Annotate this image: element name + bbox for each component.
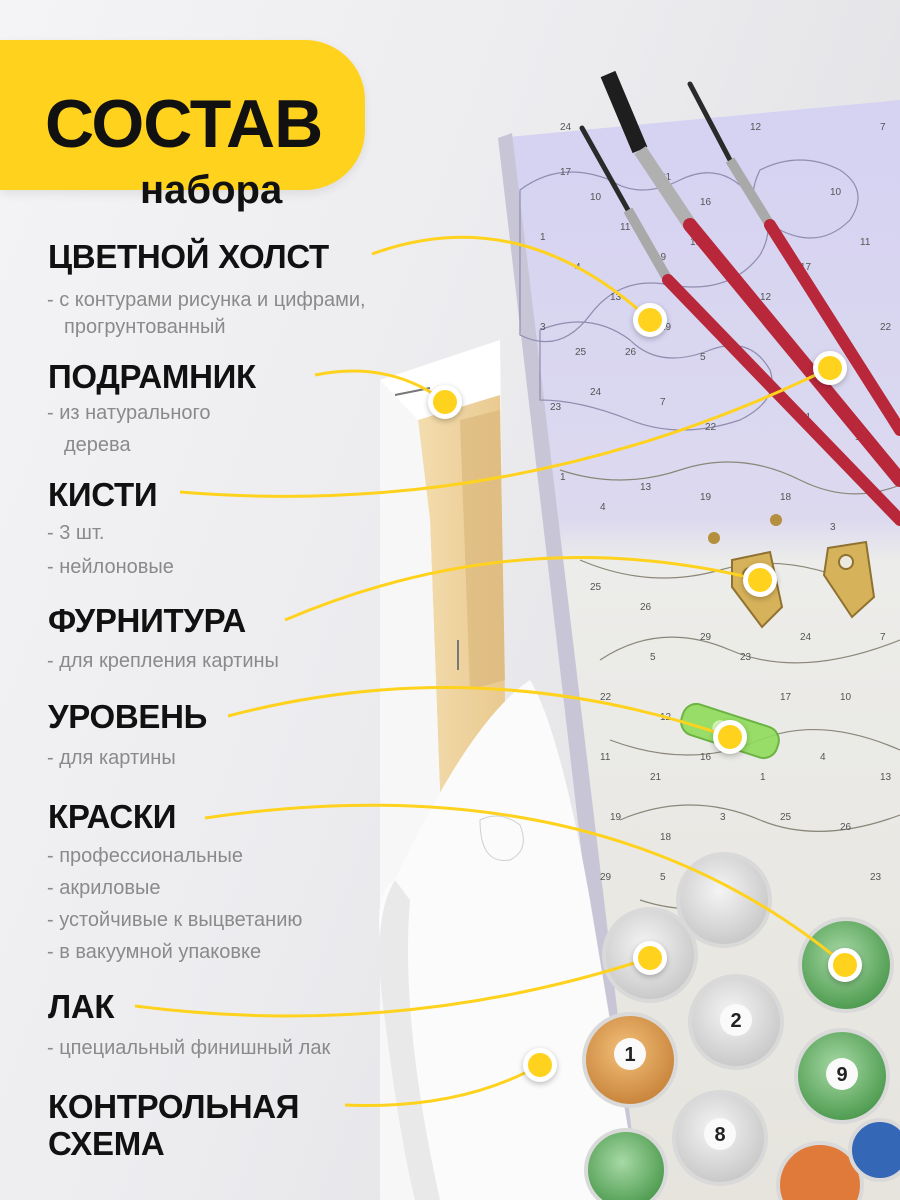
pot-number: 9: [836, 1064, 847, 1086]
canvas-number: 13: [880, 772, 892, 783]
canvas-number: 22: [880, 322, 892, 333]
canvas-number: 22: [600, 692, 612, 703]
canvas-number: 1: [560, 472, 566, 483]
canvas-number: 10: [840, 692, 852, 703]
canvas-number: 18: [660, 832, 672, 843]
canvas-number: 5: [650, 652, 656, 663]
item-desc-line: дерева: [64, 434, 131, 456]
canvas-number: 25: [590, 582, 602, 593]
canvas-number: 13: [640, 482, 652, 493]
canvas-number: 7: [660, 397, 666, 408]
canvas-number: 26: [840, 822, 852, 833]
canvas-number: 29: [660, 322, 672, 333]
item-desc-line: - для картины: [47, 747, 176, 769]
item-desc-line: - устойчивые к выцветанию: [47, 909, 303, 931]
control-scheme-sheet: [379, 680, 640, 1200]
canvas-number: 10: [590, 192, 602, 203]
marker-dot-brushes: [813, 351, 847, 385]
canvas-number: 21: [650, 772, 662, 783]
canvas-number: 5: [700, 352, 706, 363]
canvas-number: 7: [880, 632, 886, 643]
canvas-number: 29: [600, 872, 612, 883]
canvas-number: 19: [700, 492, 712, 503]
item-desc-line: прогрунтованный: [64, 316, 226, 338]
canvas-number: 12: [750, 122, 762, 133]
item-desc-line: - с контурами рисунка и цифрами,: [47, 289, 366, 311]
marker-dot-canvas: [633, 303, 667, 337]
pot-number: 8: [714, 1124, 725, 1146]
item-desc-line: - 3 шт.: [47, 522, 105, 544]
canvas-number: 11: [620, 222, 631, 233]
canvas-number: 11: [860, 237, 871, 248]
header-badge: СОСТАВ набора: [0, 40, 365, 210]
canvas-number: 10: [830, 187, 842, 198]
canvas-number: 7: [880, 122, 886, 133]
item-title-varnish: ЛАК: [48, 988, 115, 1025]
canvas-number: 25: [575, 347, 587, 358]
canvas-number: 3: [830, 522, 836, 533]
canvas-number: 3: [540, 322, 546, 333]
marker-dot-level: [713, 720, 747, 754]
item-title-level: УРОВЕНЬ: [48, 698, 208, 735]
canvas-number: 22: [705, 422, 717, 433]
page-subtitle: набора: [140, 168, 283, 212]
canvas-number: 17: [780, 692, 792, 703]
canvas-number: 23: [550, 402, 562, 413]
canvas-number: 1: [540, 232, 546, 243]
item-title-hardware: ФУРНИТУРА: [48, 602, 246, 639]
canvas-number: 24: [800, 632, 812, 643]
canvas-number: 3: [720, 812, 726, 823]
canvas-number: 23: [870, 872, 882, 883]
leader-lines: [134, 235, 846, 1107]
canvas-number: 24: [590, 387, 602, 398]
canvas-number: 12: [760, 292, 772, 303]
item-desc-line: - цпециальный финишный лак: [47, 1037, 331, 1059]
canvas-number: 4: [600, 502, 606, 513]
marker-dot-paints: [828, 948, 862, 982]
item-desc-line: - в вакуумной упаковке: [47, 941, 262, 963]
canvas-number: 17: [800, 262, 812, 273]
item-desc-line: - профессиональные: [47, 845, 243, 867]
item-title-canvas: ЦВЕТНОЙ ХОЛСТ: [48, 238, 329, 275]
marker-dot-control-scheme: [523, 1048, 557, 1082]
marker-dot-stretcher: [428, 385, 462, 419]
item-desc-line: - нейлоновые: [47, 556, 174, 578]
canvas-number: 5: [660, 872, 666, 883]
canvas-number: 29: [700, 632, 712, 643]
canvas-number: 26: [625, 347, 637, 358]
page-title: СОСТАВ: [45, 86, 323, 162]
item-desc-line: - из натурального: [47, 402, 211, 424]
brushes: [579, 70, 900, 526]
marker-dot-varnish: [633, 941, 667, 975]
item-title-brushes: КИСТИ: [48, 476, 158, 513]
canvas-number: 26: [640, 602, 652, 613]
canvas-number: 16: [700, 752, 712, 763]
canvas-number: 11: [600, 752, 611, 763]
item-title-paints: КРАСКИ: [48, 798, 177, 835]
canvas-number: 17: [560, 167, 572, 178]
canvas-number: 23: [740, 652, 752, 663]
canvas-number: 1: [760, 772, 766, 783]
canvas-number: 19: [610, 812, 622, 823]
item-desc-line: - акриловые: [47, 877, 161, 899]
canvas-number: 18: [780, 492, 792, 503]
canvas-number: 4: [820, 752, 826, 763]
marker-dot-hardware: [743, 563, 777, 597]
pot-number: 1: [624, 1044, 635, 1066]
item-title-stretcher: ПОДРАМНИК: [48, 358, 256, 395]
canvas-number: 24: [560, 122, 572, 133]
canvas-number: 13: [610, 292, 622, 303]
canvas-number: 25: [780, 812, 792, 823]
item-title-control-scheme-line2: СХЕМА: [48, 1125, 165, 1162]
item-title-control-scheme: КОНТРОЛЬНАЯ: [48, 1088, 300, 1125]
canvas-number: 16: [700, 197, 712, 208]
item-desc-line: - для крепления картины: [47, 650, 279, 672]
pot-number: 2: [730, 1010, 741, 1032]
